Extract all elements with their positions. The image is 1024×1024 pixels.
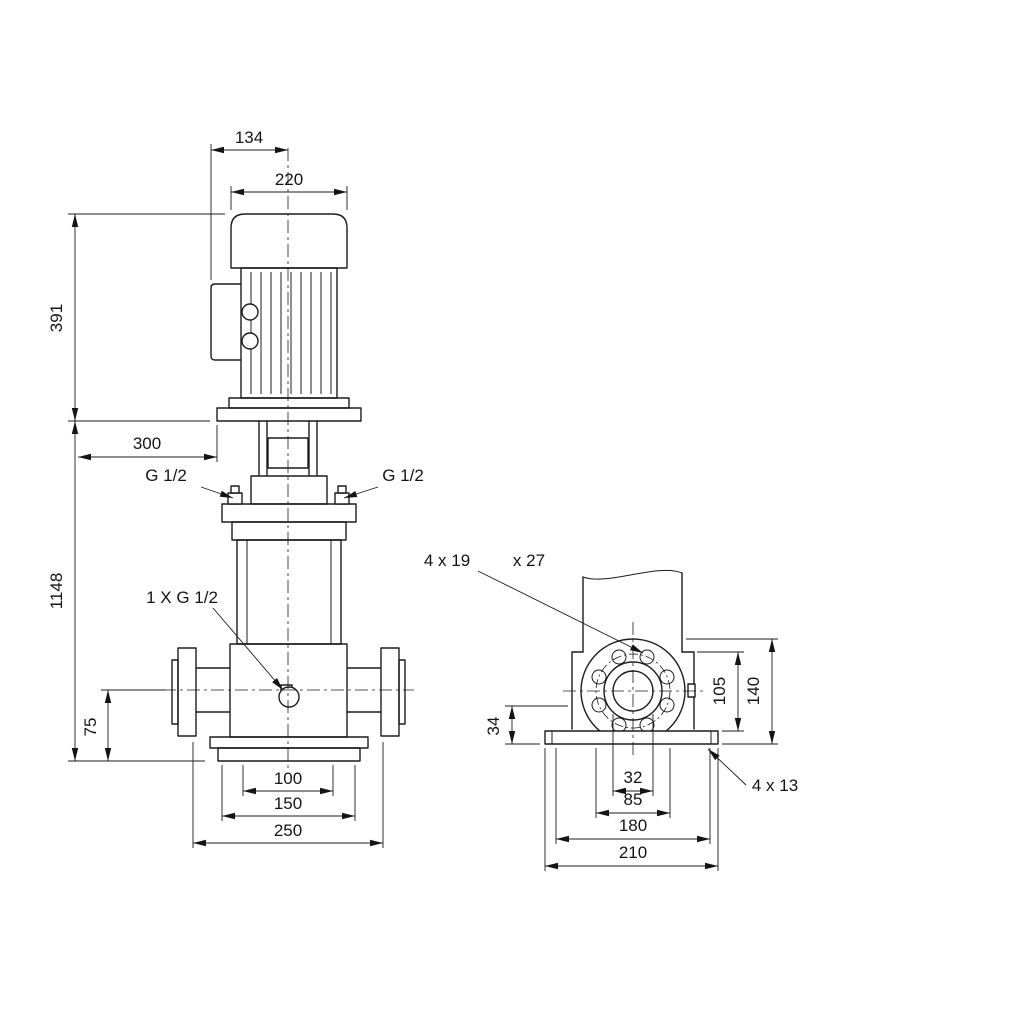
flange-bolt-holes [591, 649, 675, 733]
dim-label-134: 134 [235, 128, 263, 147]
dim-label-1148: 1148 [47, 573, 66, 610]
drain-plug [278, 686, 300, 708]
vent-plug-left [227, 485, 243, 505]
motor-flange-upper [228, 397, 350, 409]
port-necks [195, 667, 382, 713]
drain-label: 1 X G 1/2 [146, 588, 218, 607]
dim-label-105: 105 [710, 677, 729, 705]
front-view-dimensions: 134 220 391 1148 300 G 1/2 G 1/2 1 X G 1… [47, 128, 424, 848]
dim-label-100: 100 [274, 769, 302, 788]
port-label-right: G 1/2 [382, 466, 424, 485]
side-extension-lines [505, 638, 778, 871]
flange-holes-label: 4 x 19 [424, 551, 470, 570]
base-plate-top [209, 736, 369, 749]
dim-label-32: 32 [624, 768, 643, 787]
flange-left-face [171, 659, 179, 725]
motor-body [240, 267, 338, 399]
motor-fins [250, 272, 332, 394]
port-label-left: G 1/2 [145, 466, 187, 485]
motor-flange-lower [216, 407, 362, 422]
pump-head-block [250, 475, 328, 505]
dim-label-75: 75 [81, 718, 100, 737]
dim-label-300: 300 [133, 434, 161, 453]
side-view-pump [544, 569, 719, 756]
leader-port-left [200, 486, 234, 499]
flange-right-face [398, 659, 406, 725]
dim-label-34: 34 [484, 717, 503, 736]
cable-entry-hole [241, 332, 259, 350]
dim-label-210: 210 [619, 843, 647, 862]
sleeve-top-flange [231, 521, 347, 541]
side-view-dimensions: 4 x 19 x 27 34 105 140 4 x 13 32 85 180 … [424, 551, 798, 871]
side-centerlines [563, 622, 703, 756]
dim-label-220: 220 [275, 170, 303, 189]
dim-label-180: 180 [619, 816, 647, 835]
motor-fan-cover [230, 213, 348, 269]
side-foot [571, 651, 695, 730]
base-holes-label: 4 x 13 [752, 776, 798, 795]
dim-label-85: 85 [624, 790, 643, 809]
vent-plug-right [334, 485, 350, 505]
dim-label-391: 391 [47, 304, 66, 332]
flange-holes-label-2: x 27 [513, 551, 545, 570]
leader-port-right [343, 486, 379, 499]
cable-entry-hole [241, 303, 259, 321]
dim-label-140: 140 [744, 677, 763, 705]
dim-label-150: 150 [274, 794, 302, 813]
dim-label-250: 250 [274, 821, 302, 840]
flange-right [380, 647, 400, 737]
side-base-plate [544, 730, 719, 745]
gauge-tap [687, 683, 696, 698]
terminal-box [210, 283, 242, 361]
extension-lines [68, 144, 384, 848]
leader-drain [212, 607, 284, 691]
coupling-guard [258, 420, 318, 477]
flange-left [177, 647, 197, 737]
column-break-line [582, 569, 683, 580]
chamber-sleeve [236, 539, 342, 645]
side-column [582, 572, 683, 653]
sleeve-inner-lines [246, 540, 332, 644]
leader-base-holes [707, 748, 747, 786]
base-plate-bottom [217, 747, 361, 762]
leader-flange-holes [477, 570, 644, 654]
base-hole-lines [551, 731, 712, 744]
pump-head-plate [221, 503, 357, 523]
front-view-pump [163, 148, 414, 770]
